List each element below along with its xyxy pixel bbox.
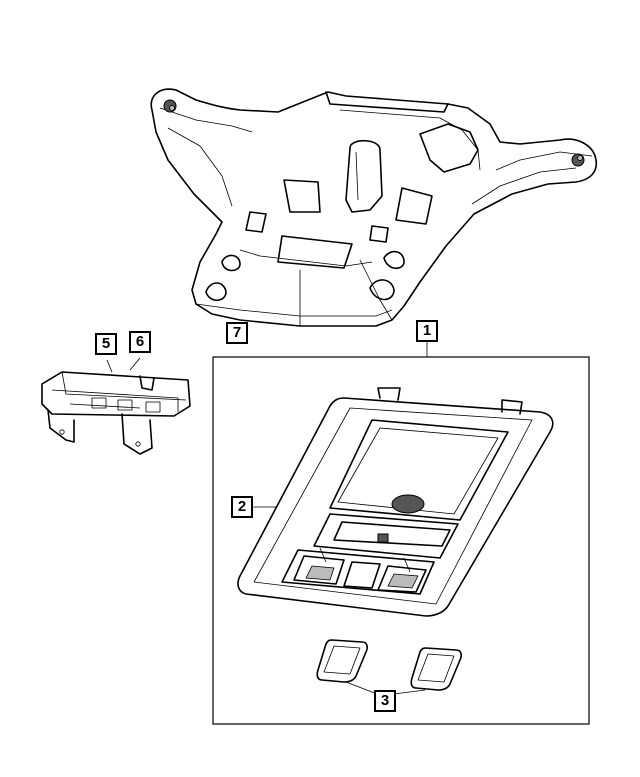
callout-5: 5 xyxy=(95,333,117,355)
callout-7: 7 xyxy=(226,322,248,344)
callout-2: 2 xyxy=(231,496,253,518)
overhead-bracket-part xyxy=(150,88,598,327)
overhead-console-part xyxy=(237,387,554,617)
callout-5-leader xyxy=(106,359,113,373)
callout-3-leader-right xyxy=(393,689,426,695)
callout-6: 6 xyxy=(129,331,151,353)
callout-6-leader xyxy=(129,357,141,371)
callout-3-leader-left xyxy=(345,681,378,695)
assembly-1-frame xyxy=(212,356,590,725)
module-bracket-part xyxy=(41,371,191,455)
callout-3: 3 xyxy=(374,690,396,712)
lamp-lens-right-part xyxy=(410,647,462,691)
lamp-lens-left-part xyxy=(316,639,368,683)
callout-1: 1 xyxy=(416,320,438,342)
